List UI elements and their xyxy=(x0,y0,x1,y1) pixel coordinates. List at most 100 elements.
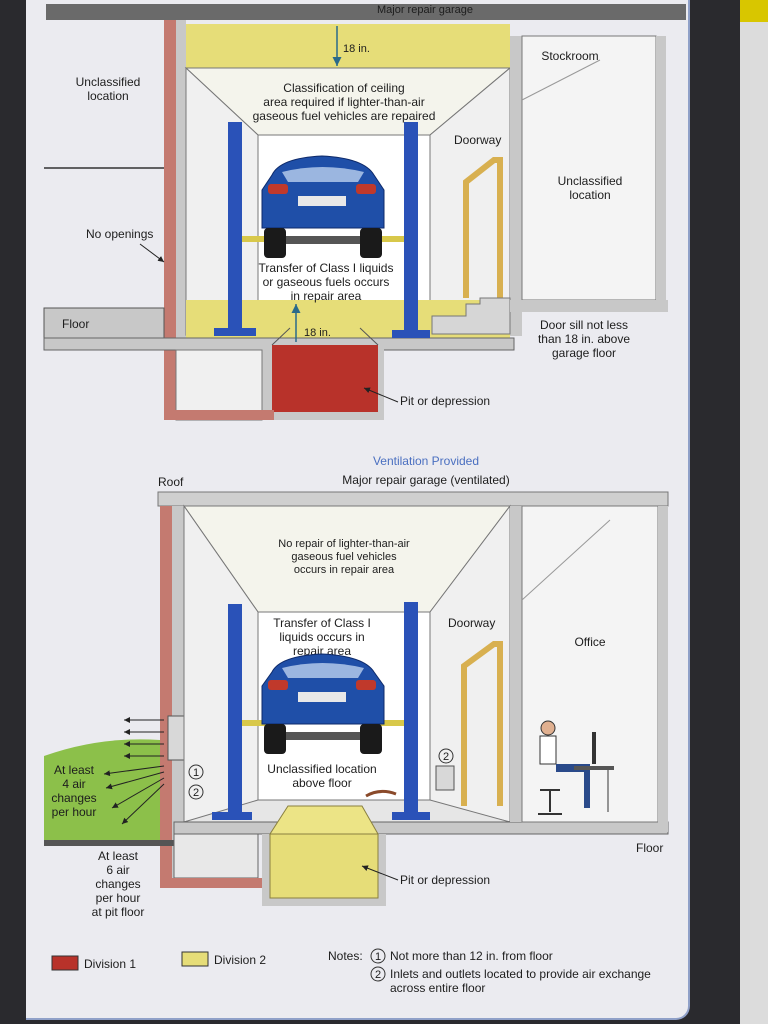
notes-label: Notes: xyxy=(328,949,363,963)
top-transfer-3: in repair area xyxy=(291,289,362,303)
top-pit-division1 xyxy=(272,345,378,412)
bottom-unclassified-1: Unclassified location xyxy=(267,762,376,776)
bottom-air4-2: 4 air xyxy=(62,777,85,791)
top-pit-arrow xyxy=(363,387,399,403)
bottom-diagram: Roof Major repair garage (ventilated) No… xyxy=(44,473,669,919)
note2-text-2: across entire floor xyxy=(390,981,485,995)
top-left-brick-wall xyxy=(164,20,176,420)
bottom-floor-label: Floor xyxy=(636,841,663,855)
bottom-transfer-1: Transfer of Class I xyxy=(273,616,371,630)
bottom-air6-4: per hour xyxy=(96,891,141,905)
top-ceiling-note-2: area required if lighter-than-air xyxy=(263,95,424,109)
bottom-pit-division2 xyxy=(269,833,379,899)
bottom-air4-4: per hour xyxy=(52,805,97,819)
bottom-air6-5: at pit floor xyxy=(92,905,145,919)
note1-text: Not more than 12 in. from floor xyxy=(390,949,553,963)
top-floor-label: Floor xyxy=(62,317,89,331)
legend-division1-label: Division 1 xyxy=(84,957,136,971)
top-partition-wall xyxy=(510,36,522,336)
top-door-sill-3: garage floor xyxy=(552,346,616,360)
bottom-air4-3: changes xyxy=(51,791,96,805)
top-pit-label: Pit or depression xyxy=(400,394,490,408)
top-door-sill-1: Door sill not less xyxy=(540,318,628,332)
top-stockroom-room xyxy=(521,35,657,301)
note2-number: 2 xyxy=(375,969,381,981)
bottom-vent-grate-right xyxy=(435,765,455,791)
page-edge-strip xyxy=(740,0,768,1024)
bottom-title: Major repair garage (ventilated) xyxy=(342,473,509,487)
bottom-no-repair-2: gaseous fuel vehicles xyxy=(291,551,397,563)
top-lift-base-right xyxy=(392,330,430,338)
top-stock-location-2: location xyxy=(569,188,610,202)
top-stockroom-floor xyxy=(510,300,668,312)
top-lift-arm-left xyxy=(242,236,272,242)
bottom-pit-arrow xyxy=(361,865,399,881)
bottom-lift-base-right xyxy=(392,812,430,820)
top-car-icon xyxy=(261,155,385,258)
top-transfer-2: or gaseous fuels occurs xyxy=(263,275,390,289)
bottom-unclassified-2: above floor xyxy=(292,776,351,790)
top-lift-post-right xyxy=(404,122,418,334)
edge-tab xyxy=(740,0,768,22)
ventilation-title: Ventilation Provided xyxy=(373,454,479,468)
top-roof-bar xyxy=(46,4,686,20)
top-left-gray-wall xyxy=(176,20,186,420)
office-worker-icon xyxy=(538,720,614,815)
bottom-lift-post-right xyxy=(404,602,418,816)
bottom-door-frame xyxy=(461,641,503,806)
bottom-tool-icon xyxy=(365,789,397,798)
top-dim-floor-label: 18 in. xyxy=(304,327,331,339)
legend: Division 1 Division 2 Notes: 1 Not more … xyxy=(51,948,651,995)
bottom-lift-arm-left xyxy=(242,720,272,726)
bottom-transfer-3: repair area xyxy=(293,644,351,658)
top-door-frame xyxy=(463,157,503,298)
bottom-left-brick-wall xyxy=(160,506,172,886)
top-lift-post-left xyxy=(228,122,242,332)
bottom-left-slab xyxy=(44,840,174,846)
top-title: Major repair garage xyxy=(377,4,473,16)
bottom-left-gray-wall xyxy=(172,506,184,886)
bottom-marker-2-door: 2 xyxy=(438,748,454,764)
top-stock-location-1: Unclassified xyxy=(558,174,623,188)
top-door-steps xyxy=(431,297,511,335)
top-left-lower-wall xyxy=(175,349,263,421)
top-left-location-2: location xyxy=(87,89,128,103)
bottom-marker-1: 1 xyxy=(188,764,204,780)
top-door-sill-2: than 18 in. above xyxy=(538,332,630,346)
bottom-air-arrows xyxy=(103,717,165,825)
note2-text-1: Inlets and outlets located to provide ai… xyxy=(390,967,651,981)
bottom-air6-2: 6 air xyxy=(106,863,129,877)
top-lift-arm-right xyxy=(376,236,404,242)
bottom-no-repair-3: occurs in repair area xyxy=(294,564,395,576)
top-no-openings-arrow xyxy=(139,243,165,263)
bottom-lift-base-left xyxy=(212,812,252,820)
top-stockroom-label: Stockroom xyxy=(541,49,598,63)
top-ceiling-note-3: gaseous fuel vehicles are repaired xyxy=(253,109,436,123)
bottom-partition-wall xyxy=(510,506,522,822)
bottom-marker-2: 2 xyxy=(188,784,204,800)
top-ceiling-division2 xyxy=(186,24,510,68)
bottom-lift-post-left xyxy=(228,604,242,816)
bottom-office-label: Office xyxy=(574,635,605,649)
svg-text:1: 1 xyxy=(193,767,199,779)
bottom-pit-label: Pit or depression xyxy=(400,873,490,887)
top-transfer-1: Transfer of Class I liquids xyxy=(259,261,394,275)
bottom-no-repair-1: No repair of lighter-than-air xyxy=(278,538,410,550)
bottom-lift-arm-right xyxy=(376,720,404,726)
bottom-air4-1: At least xyxy=(54,763,95,777)
legend-division2-label: Division 2 xyxy=(214,953,266,967)
bottom-car-icon xyxy=(261,653,385,754)
top-lift-base-left xyxy=(214,328,256,336)
note1-number: 1 xyxy=(375,951,381,963)
svg-text:2: 2 xyxy=(443,751,449,763)
bottom-air6-1: At least xyxy=(98,849,139,863)
bottom-roof-label: Roof xyxy=(158,475,184,489)
bottom-air6-3: changes xyxy=(95,877,140,891)
legend-division2-swatch xyxy=(181,951,209,967)
bottom-doorway-label: Doorway xyxy=(448,616,495,630)
top-doorway-label: Doorway xyxy=(454,133,501,147)
top-left-location-1: Unclassified xyxy=(76,75,141,89)
svg-text:2: 2 xyxy=(193,787,199,799)
bottom-floor-slab xyxy=(173,821,669,835)
